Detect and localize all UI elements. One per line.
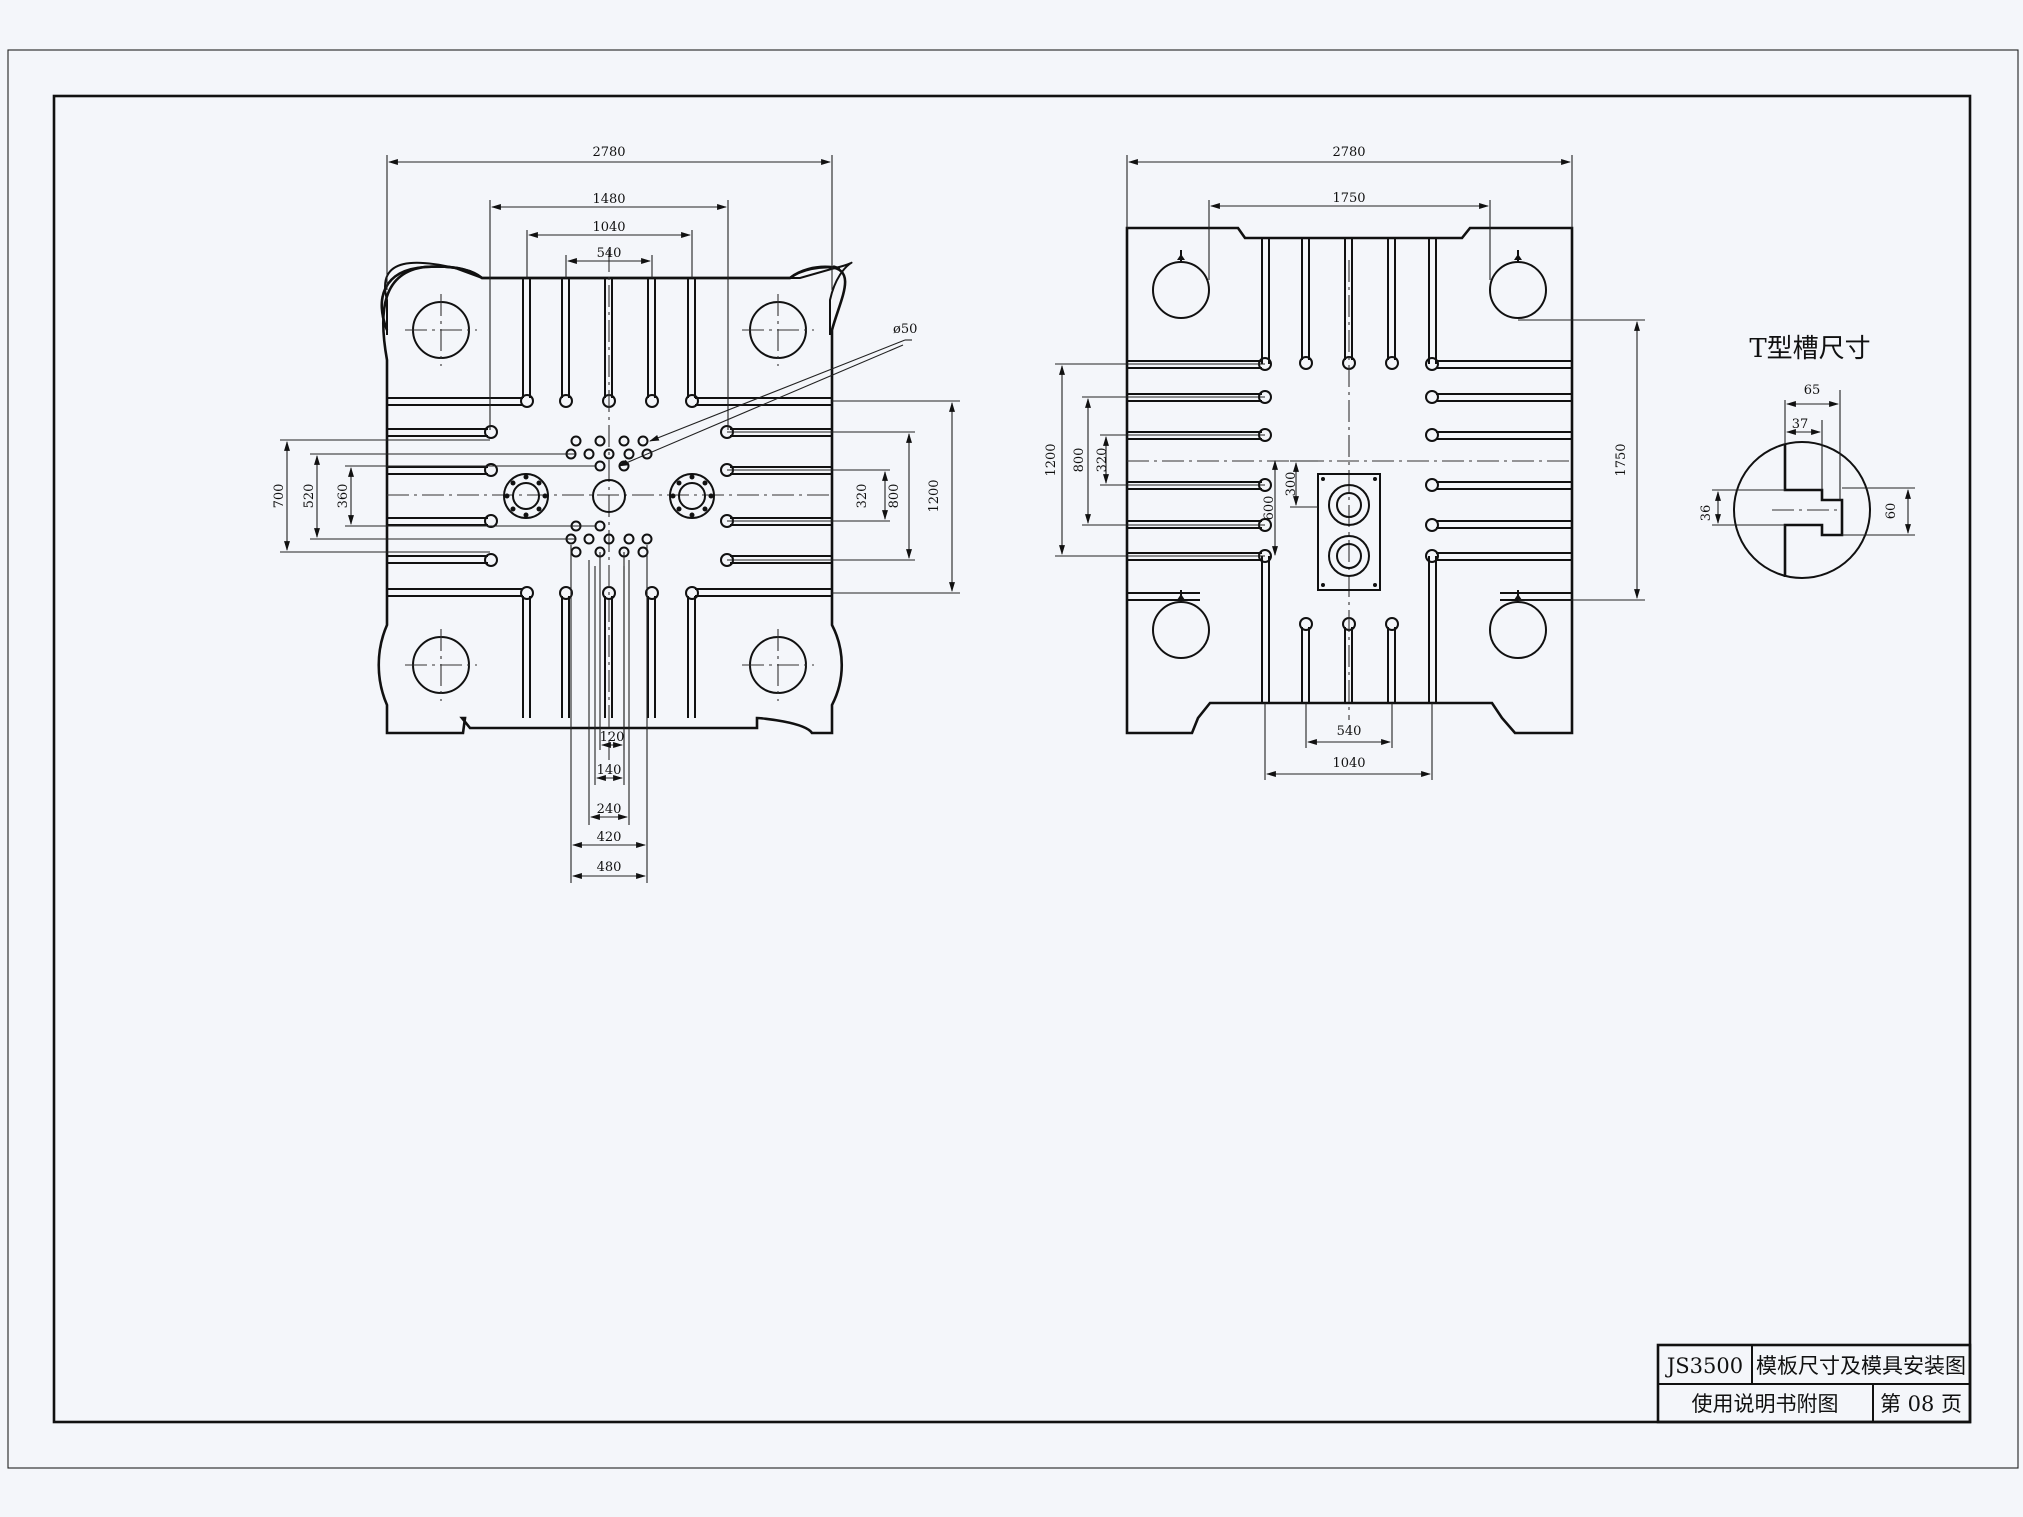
dim-320-left: 320	[855, 484, 870, 509]
title-block-model: JS3500	[1665, 1354, 1743, 1378]
tie-bar-hole-br	[742, 629, 814, 701]
t-slots-vertical-top-r	[1261, 238, 1437, 370]
ejector-hole-center	[592, 479, 626, 513]
fixed-platen-view: 2780 1750 1200 800 320 300 600 1750 540 …	[1044, 145, 1645, 780]
tie-bar-hole-tr-r	[1489, 250, 1547, 319]
dim-2780-right: 2780	[1332, 145, 1365, 160]
dim-37: 37	[1792, 417, 1809, 432]
outer-frame	[7, 49, 2019, 1469]
dim-420-left: 420	[597, 830, 622, 845]
ejector-flange-right	[669, 473, 715, 519]
t-slots-horizontal-left-r	[1127, 357, 1272, 601]
dim-360-left: 360	[336, 484, 351, 509]
fixed-platen-silhouette	[1125, 226, 1574, 735]
tie-bar-hole-bl	[405, 629, 477, 701]
t-slot-profile	[1783, 444, 1844, 577]
dim-320-right: 320	[1095, 448, 1110, 473]
dim-480-left: 480	[597, 860, 622, 875]
t-slot-detail: T型槽尺寸 65 37 36 60	[1699, 334, 1915, 579]
dim-540-left: 540	[597, 246, 622, 261]
dim-700-left: 700	[272, 484, 287, 509]
dim-1750-right: 1750	[1332, 191, 1365, 206]
tie-bar-hole-tr	[742, 294, 814, 366]
dim-1200-right: 1200	[1044, 443, 1059, 476]
dim-1040-left: 1040	[592, 220, 625, 235]
dim-120-left: 120	[600, 730, 625, 745]
dim-65: 65	[1804, 383, 1821, 398]
title-block: JS3500 模板尺寸及模具安装图 使用说明书附图 第 08 页	[1656, 1343, 1972, 1424]
tie-bar-hole-tl-r	[1152, 250, 1210, 319]
t-slots-vertical-top	[520, 278, 699, 408]
dim-300-right: 300	[1284, 472, 1299, 497]
moving-platen-silhouette	[377, 265, 847, 735]
title-block-subtitle: 使用说明书附图	[1692, 1392, 1839, 1416]
t-slot-title: T型槽尺寸	[1749, 334, 1870, 364]
title-block-page: 第 08 页	[1880, 1392, 1962, 1416]
tie-bar-hole-tl	[405, 294, 477, 366]
moving-platen-view: 2780 1480 1040 540 ø50 700 520 360 320 8…	[272, 145, 960, 883]
dim-520-left: 520	[302, 484, 317, 509]
dim-800-left: 800	[887, 484, 902, 509]
dim-1200-left: 1200	[927, 479, 942, 512]
dim-2780-left: 2780	[592, 145, 625, 160]
dim-1750-right-v: 1750	[1614, 443, 1629, 476]
ejector-flange-left	[503, 473, 549, 519]
t-slots-horizontal-left	[387, 397, 523, 597]
dim-36: 36	[1699, 505, 1714, 522]
dim-600-right: 600	[1262, 496, 1277, 521]
dim-540-right: 540	[1337, 724, 1362, 739]
dim-phi50: ø50	[893, 322, 917, 337]
dim-1480-left: 1480	[592, 192, 625, 207]
dim-140-left: 140	[597, 763, 622, 778]
dim-1040-right: 1040	[1332, 756, 1365, 771]
title-block-drawing-title: 模板尺寸及模具安装图	[1756, 1354, 1966, 1378]
t-slots-horizontal-right	[695, 397, 832, 597]
dim-240-left: 240	[597, 802, 622, 817]
nozzle-opening	[1317, 473, 1381, 591]
moving-platen-body	[380, 265, 841, 331]
dim-60: 60	[1884, 503, 1899, 520]
dim-800-right: 800	[1072, 448, 1087, 473]
t-slots-horizontal-right-r	[1425, 357, 1572, 601]
t-slot-detail-circle	[1733, 441, 1871, 579]
inner-frame	[52, 94, 1972, 1424]
moving-platen-outline	[384, 261, 853, 335]
